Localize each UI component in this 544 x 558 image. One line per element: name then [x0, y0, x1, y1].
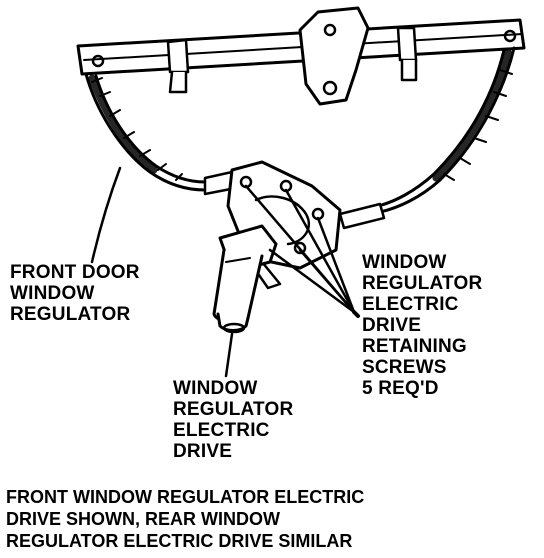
label-line: 5 REQ'D — [362, 378, 439, 399]
caption-line: DRIVE SHOWN, REAR WINDOW — [6, 509, 280, 529]
label-retaining-screws: WINDOW REGULATOR ELECTRIC DRIVE RETAININ… — [362, 252, 482, 399]
label-line: REGULATOR — [362, 273, 483, 294]
regulator-illustration — [76, 6, 526, 378]
caption-line: FRONT WINDOW REGULATOR ELECTRIC — [6, 487, 365, 507]
upper-bracket — [298, 6, 370, 106]
label-front-door-window-regulator: FRONT DOOR WINDOW REGULATOR — [10, 262, 140, 325]
label-line: REGULATOR — [10, 304, 131, 325]
label-line: SCREWS — [362, 357, 447, 378]
label-line: REGULATOR — [173, 399, 294, 420]
label-window-regulator-electric-drive: WINDOW REGULATOR ELECTRIC DRIVE — [173, 378, 293, 462]
label-line: WINDOW — [362, 252, 447, 273]
label-line: ELECTRIC — [362, 294, 459, 315]
caption-line: REGULATOR ELECTRIC DRIVE SIMILAR — [6, 531, 353, 551]
electric-motor — [212, 224, 278, 334]
label-line: FRONT DOOR — [10, 262, 140, 283]
figure-caption: FRONT WINDOW REGULATOR ELECTRIC DRIVE SH… — [6, 486, 364, 552]
leader-lines — [90, 166, 360, 378]
label-line: RETAINING — [362, 336, 467, 357]
right-cable — [338, 46, 516, 230]
label-line: ELECTRIC — [173, 420, 270, 441]
label-line: DRIVE — [173, 441, 233, 462]
label-line: WINDOW — [173, 378, 258, 399]
left-cable — [84, 72, 238, 196]
label-line: WINDOW — [10, 283, 95, 304]
rail-clips — [166, 26, 418, 94]
label-line: DRIVE — [362, 315, 422, 336]
